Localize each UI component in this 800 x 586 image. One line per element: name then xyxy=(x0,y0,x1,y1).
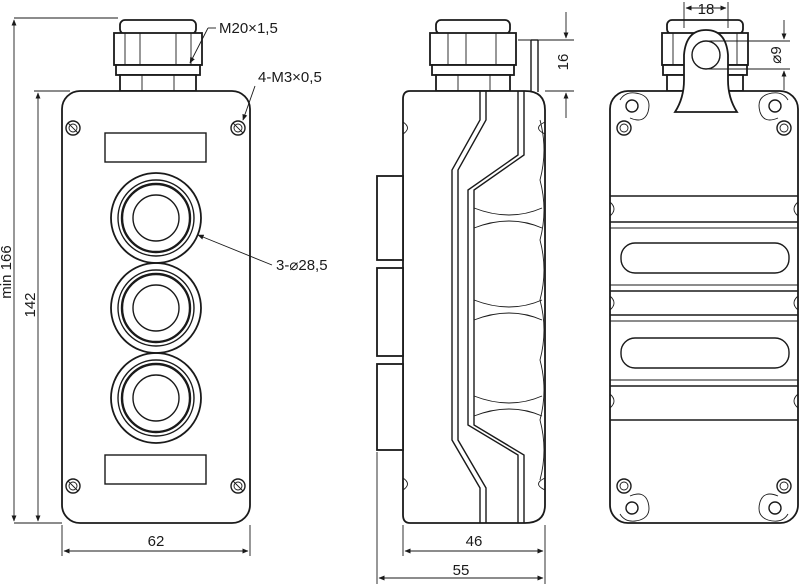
rear-screw-top-left xyxy=(616,120,632,136)
rear-screw-bottom-right xyxy=(776,478,792,494)
side-dimensions xyxy=(376,12,574,584)
body-width-label: 62 xyxy=(148,533,165,550)
rear-ribs xyxy=(609,195,799,421)
push-button-3 xyxy=(110,352,202,444)
total-depth-label: 55 xyxy=(453,562,470,579)
hanger-hole-label: ⌀9 xyxy=(768,46,785,63)
side-button-1 xyxy=(376,175,404,261)
top-label-plate xyxy=(104,132,207,163)
rear-slot-1 xyxy=(620,242,790,274)
hanger-width-label: 18 xyxy=(698,1,715,18)
screw-bottom-left xyxy=(65,478,81,494)
screw-bottom-right xyxy=(230,478,246,494)
rear-screw-bottom-left xyxy=(616,478,632,494)
side-button-2 xyxy=(376,267,404,357)
rear-hole-top-left xyxy=(625,99,639,113)
push-button-2 xyxy=(110,262,202,354)
screw-top-left xyxy=(65,120,81,136)
side-view: 16 46 55 xyxy=(376,12,574,584)
front-view: M20×1,5 4-M3×0,5 3-⌀28,5 min 166 142 62 xyxy=(0,17,328,556)
overall-height-label: min 166 xyxy=(0,245,15,298)
side-button-3 xyxy=(376,363,404,451)
screws-label: 4-M3×0,5 xyxy=(258,69,322,86)
front-dimensions xyxy=(11,17,251,556)
hanger-bracket xyxy=(673,29,739,113)
rear-dimensions xyxy=(683,2,790,90)
front-cable-gland xyxy=(113,19,203,92)
gland-offset-label: 16 xyxy=(555,54,572,71)
rear-enclosure xyxy=(609,90,799,524)
bottom-label-plate xyxy=(104,454,207,485)
button-holes-label: 3-⌀28,5 xyxy=(276,257,328,274)
rear-hole-bottom-left xyxy=(625,501,639,515)
side-cable-gland xyxy=(429,19,517,92)
rear-hole-top-right xyxy=(768,99,782,113)
body-height-label: 142 xyxy=(22,292,39,317)
rear-view: 18 ⌀9 xyxy=(609,1,799,524)
side-depth-label: 46 xyxy=(466,533,483,550)
rear-slot-2 xyxy=(620,337,790,369)
front-enclosure xyxy=(61,90,251,524)
front-leaders xyxy=(189,27,273,266)
rear-screw-top-right xyxy=(776,120,792,136)
gland-thread-label: M20×1,5 xyxy=(219,20,278,37)
screw-top-right xyxy=(230,120,246,136)
rear-hole-bottom-right xyxy=(768,501,782,515)
